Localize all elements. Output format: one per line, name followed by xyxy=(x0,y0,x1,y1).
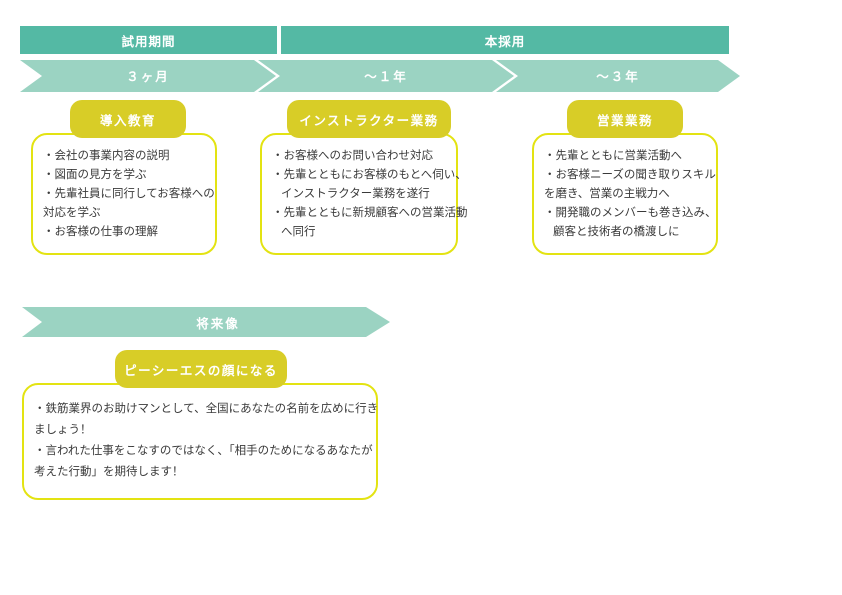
list-item: ・会社の事業内容の説明 xyxy=(43,150,170,162)
list-item: ・開発職のメンバーも巻き込み、 xyxy=(544,207,717,219)
future-vision-line: 考えた行動」を期待します！ xyxy=(34,466,184,478)
phase-bar-trial-label: 試用期間 xyxy=(121,34,176,49)
future-vision-tab-label: ピーシーエスの顔になる xyxy=(124,363,278,378)
duration-chevron-3years: 〜３年 xyxy=(496,60,740,92)
list-item: へ同行 xyxy=(281,226,316,238)
duration-chevron-1year-label: 〜１年 xyxy=(364,69,408,84)
stage-tab-sales-duties-label: 営業業務 xyxy=(596,113,653,128)
phase-bar-trial: 試用期間 xyxy=(20,26,277,54)
stage-card-sales-duties: ・先輩とともに営業活動へ ・お客様ニーズの聞き取りスキル を磨き、営業の主戦力へ… xyxy=(532,133,718,255)
list-item: を磨き、営業の主戦力へ xyxy=(544,188,670,200)
stage-tab-sales-duties: 営業業務 xyxy=(567,100,683,138)
future-vision-arrow-label: 将来像 xyxy=(196,316,240,331)
duration-chevron-1year: 〜１年 xyxy=(258,60,514,92)
stage-tab-instructor-duties: インストラクター業務 xyxy=(287,100,451,138)
phase-bar-permanent-label: 本採用 xyxy=(484,34,526,49)
list-item: ・お客様の仕事の理解 xyxy=(43,226,158,238)
stage-tab-instructor-duties-label: インストラクター業務 xyxy=(299,113,439,128)
future-vision-arrow: 将来像 xyxy=(22,307,390,337)
duration-chevron-3years-label: 〜３年 xyxy=(596,69,640,84)
future-vision-card: ・鉄筋業界のお助けマンとして、全国にあなたの名前を広めに行き ましょう！ ・言わ… xyxy=(22,383,378,500)
stage-card-instructor-duties: ・お客様へのお問い合わせ対応 ・先輩とともにお客様のもとへ伺い、 インストラクタ… xyxy=(260,133,468,255)
duration-chevron-3months: ３ヶ月 xyxy=(20,60,276,92)
stage-tab-introductory-training: 導入教育 xyxy=(70,100,186,138)
list-item: ・図面の見方を学ぶ xyxy=(43,169,147,181)
duration-chevron-3months-label: ３ヶ月 xyxy=(126,69,170,84)
stage-card-introductory-training: ・会社の事業内容の説明 ・図面の見方を学ぶ ・先輩社員に同行してお客様への 対応… xyxy=(31,133,217,255)
list-item: ・先輩社員に同行してお客様への xyxy=(43,188,215,200)
list-item: 顧客と技術者の橋渡しに xyxy=(553,226,680,238)
list-item: 対応を学ぶ xyxy=(43,207,101,219)
list-item: ・先輩とともに新規顧客への営業活動 xyxy=(272,207,468,219)
list-item: インストラクター業務を遂行 xyxy=(281,188,430,200)
stage-list-introductory-training: ・会社の事業内容の説明 ・図面の見方を学ぶ ・先輩社員に同行してお客様への 対応… xyxy=(33,135,215,242)
stage-list-sales-duties: ・先輩とともに営業活動へ ・お客様ニーズの聞き取りスキル を磨き、営業の主戦力へ… xyxy=(534,135,717,242)
future-vision-tab: ピーシーエスの顔になる xyxy=(115,350,287,388)
list-item: ・お客様ニーズの聞き取りスキル xyxy=(544,169,716,181)
stage-tab-introductory-training-label: 導入教育 xyxy=(99,113,156,128)
future-vision-line: ・鉄筋業界のお助けマンとして、全国にあなたの名前を広めに行き xyxy=(34,403,379,415)
phase-bar-permanent: 本採用 xyxy=(281,26,729,54)
future-vision-line: ・言われた仕事をこなすのではなく、「相手のためになるあなたが xyxy=(34,445,373,457)
future-vision-body: ・鉄筋業界のお助けマンとして、全国にあなたの名前を広めに行き ましょう！ ・言わ… xyxy=(24,385,379,483)
list-item: ・お客様へのお問い合わせ対応 xyxy=(272,150,433,162)
list-item: ・先輩とともに営業活動へ xyxy=(544,150,682,162)
future-vision-line: ましょう！ xyxy=(34,424,92,436)
list-item: ・先輩とともにお客様のもとへ伺い、 xyxy=(272,169,467,181)
stage-list-instructor-duties: ・お客様へのお問い合わせ対応 ・先輩とともにお客様のもとへ伺い、 インストラクタ… xyxy=(262,135,468,242)
